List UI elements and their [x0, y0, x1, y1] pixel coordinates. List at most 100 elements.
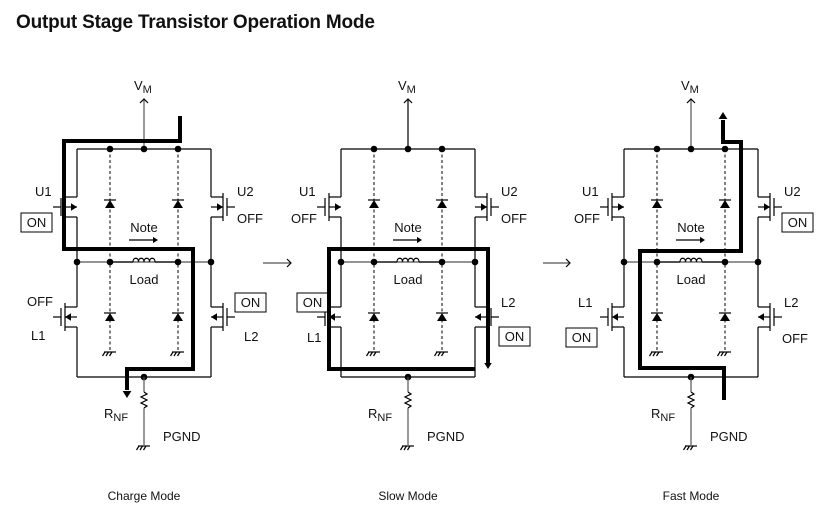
inductor-icon — [374, 257, 442, 263]
mode-caption: Fast Mode — [663, 489, 720, 503]
transistor-label-u1: U1 — [35, 184, 52, 199]
supply-label: VM — [134, 78, 152, 96]
arrow-head — [565, 258, 571, 268]
state-text: ON — [505, 329, 525, 344]
diode-icon — [368, 199, 380, 208]
mosfet-icon — [475, 193, 499, 221]
junction-dot — [438, 258, 446, 266]
arrow-head — [764, 203, 770, 211]
junction-dot — [106, 145, 114, 153]
mosfet-icon — [600, 303, 624, 331]
mode-caption: Charge Mode — [108, 489, 181, 503]
supply-arrow — [139, 98, 149, 104]
arrow-head — [612, 313, 618, 321]
arrow-head — [65, 313, 71, 321]
mode-diagram-fast-mode: VMLoadNoteRNFPGNDU1OFFU2ONL1ONL2OFFFast … — [565, 78, 814, 503]
sense-label: RNF — [104, 406, 128, 424]
junction-dot — [174, 145, 182, 153]
sequence-arrow-1 — [263, 258, 292, 268]
current-arrow — [484, 363, 492, 369]
load-label: Load — [130, 272, 159, 287]
arrow-head — [475, 313, 481, 321]
current-path — [638, 120, 743, 400]
resistor-icon — [139, 391, 149, 409]
mosfet-icon — [758, 193, 782, 221]
mosfet-icon — [758, 303, 782, 331]
junction-dot — [73, 258, 81, 266]
current-path — [62, 116, 195, 390]
transistor-label-l2: L2 — [784, 295, 798, 310]
current-path-return — [327, 316, 475, 371]
arrow-head — [481, 203, 487, 211]
note-label: Note — [130, 220, 157, 235]
state-text: ON — [572, 330, 592, 345]
junction-dot — [140, 145, 148, 153]
junction-dot — [754, 258, 762, 266]
diode-icon — [172, 199, 184, 208]
ground-icon — [433, 351, 448, 357]
resistor-icon — [403, 391, 413, 409]
load-label: Load — [677, 272, 706, 287]
junction-dot — [337, 258, 345, 266]
diode-icon — [172, 312, 184, 321]
diode-icon — [436, 312, 448, 321]
diode-icon — [104, 312, 116, 321]
state-text: ON — [241, 295, 261, 310]
inductor-icon — [657, 257, 725, 263]
current-arrow — [122, 391, 132, 398]
supply-label: VM — [398, 78, 416, 96]
ground-icon — [101, 351, 116, 357]
note-label: Note — [677, 220, 704, 235]
state-text-off: OFF — [27, 294, 53, 309]
transistor-label-u2: U2 — [237, 184, 254, 199]
state-badge-on: ON — [296, 292, 329, 313]
junction-dot — [106, 258, 114, 266]
mosfet-icon — [211, 193, 235, 221]
state-text: ON — [27, 215, 47, 230]
arrow-head — [217, 203, 223, 211]
state-text-off: OFF — [237, 211, 263, 226]
junction-dot — [370, 258, 378, 266]
current-arrow — [718, 112, 728, 119]
sequence-arrow-2 — [543, 258, 571, 268]
state-text-off: OFF — [574, 211, 600, 226]
state-text-off: OFF — [782, 331, 808, 346]
supply-arrow — [686, 98, 696, 104]
note-label: Note — [394, 220, 421, 235]
transistor-label-l1: L1 — [31, 328, 45, 343]
ground-icon — [648, 351, 663, 357]
sense-label: RNF — [368, 406, 392, 424]
junction-dot — [653, 145, 661, 153]
junction-dot — [471, 258, 479, 266]
arrow-head — [329, 313, 335, 321]
supply-label: VM — [681, 78, 699, 96]
state-text: ON — [303, 295, 323, 310]
supply-arrow — [403, 98, 413, 104]
ground-icon — [716, 351, 731, 357]
state-badge-on: ON — [781, 212, 814, 233]
diode-icon — [719, 312, 731, 321]
ground-icon — [365, 351, 380, 357]
diode-icon — [651, 199, 663, 208]
diode-icon — [651, 312, 663, 321]
state-text-off: OFF — [291, 211, 317, 226]
ground-icon — [135, 445, 150, 451]
junction-dot — [370, 145, 378, 153]
junction-dot — [721, 145, 729, 153]
mosfet-icon — [53, 303, 77, 331]
arrow-head — [417, 236, 422, 244]
transistor-label-l2: L2 — [501, 295, 515, 310]
junction-dot — [207, 258, 215, 266]
transistor-label-l2: L2 — [244, 329, 258, 344]
arrow-head — [335, 203, 341, 211]
arrow-head — [700, 236, 705, 244]
junction-dot — [687, 145, 695, 153]
diagram-title: Output Stage Transistor Operation Mode — [16, 12, 375, 33]
arrow-head — [286, 258, 292, 268]
mode-caption: Slow Mode — [378, 489, 438, 503]
arrow-head — [211, 313, 217, 321]
state-badge-on: ON — [565, 327, 598, 348]
transistor-label-u1: U1 — [582, 184, 599, 199]
transistor-label-l1: L1 — [578, 295, 592, 310]
